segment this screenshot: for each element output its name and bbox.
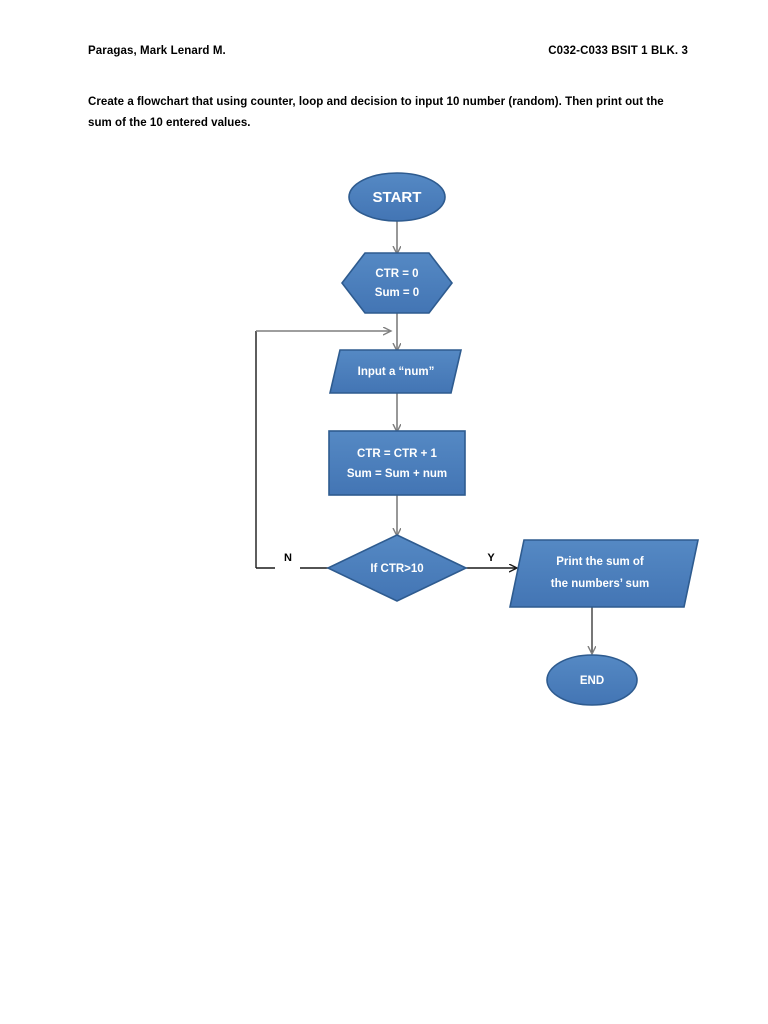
node-output-line2: the numbers’ sum — [551, 578, 649, 590]
edge-decision-loop — [255, 331, 390, 569]
course-section: C032-C033 BSIT 1 BLK. 3 — [548, 45, 688, 57]
node-init[interactable]: CTR = 0 Sum = 0 — [340, 252, 454, 314]
node-end[interactable]: END — [546, 654, 638, 706]
branch-label-yes: Y — [487, 552, 495, 564]
node-init-line2: Sum = 0 — [375, 287, 419, 299]
flowchart-canvas: START CTR = 0 Sum = 0 Input a “num” CTR … — [0, 150, 768, 730]
node-output[interactable]: Print the sum of the numbers’ sum — [509, 539, 699, 608]
node-input-label: Input a “num” — [358, 366, 435, 378]
node-decision-label: If CTR>10 — [370, 563, 423, 575]
document-header: Paragas, Mark Lenard M. C032-C033 BSIT 1… — [88, 45, 688, 57]
student-name: Paragas, Mark Lenard M. — [88, 45, 226, 57]
node-decision[interactable]: If CTR>10 — [326, 534, 468, 602]
assignment-instruction: Create a flowchart that using counter, l… — [88, 96, 664, 130]
node-process[interactable]: CTR = CTR + 1 Sum = Sum + num — [328, 430, 466, 496]
node-init-line1: CTR = 0 — [375, 268, 418, 280]
node-end-label: END — [580, 675, 604, 687]
branch-label-no: N — [284, 552, 292, 564]
node-start-label: START — [373, 189, 422, 206]
node-output-line1: Print the sum of — [556, 556, 644, 568]
node-process-line1: CTR = CTR + 1 — [357, 448, 437, 460]
node-input[interactable]: Input a “num” — [328, 349, 463, 394]
node-start[interactable]: START — [348, 172, 446, 222]
node-process-line2: Sum = Sum + num — [347, 468, 447, 480]
